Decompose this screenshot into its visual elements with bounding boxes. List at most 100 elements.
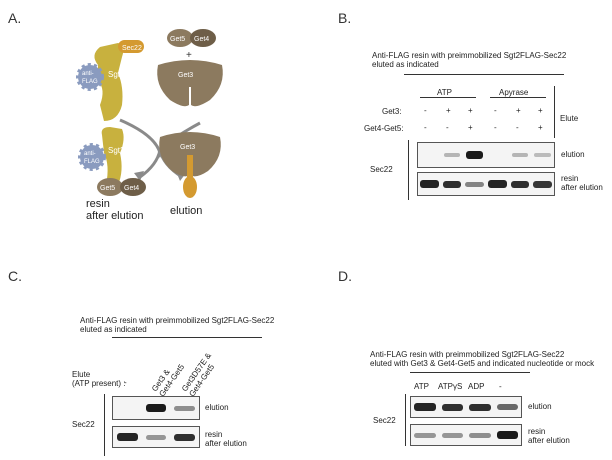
blot-band <box>469 404 491 411</box>
panel-d-resin-lane-line2: after elution <box>528 436 570 445</box>
sgt2-bottom: Sgt2 <box>101 127 125 185</box>
panel-d-col-atp: ATP <box>414 382 429 391</box>
panel-c-label: C. <box>8 268 22 284</box>
blot-band <box>420 180 439 188</box>
panel-b-sec22-label: Sec22 <box>370 165 393 174</box>
blot-band <box>496 431 518 439</box>
panel-c-header-line2: eluted as indicated <box>80 325 147 334</box>
blot-band <box>488 180 507 188</box>
panel-b-get45-label: Get4-Get5: <box>364 124 404 133</box>
blot-band <box>496 404 518 410</box>
panel-c-sec22-bracket <box>104 394 105 456</box>
panel-b-get45-sign: - <box>516 123 519 132</box>
panel-c-resin-blot <box>112 426 200 448</box>
flag-bottom: anti- FLAG <box>78 143 106 171</box>
panel-b-resin-lane-line1: resin <box>561 174 579 183</box>
panel-b-header: Anti-FLAG resin with preimmobilized Sgt2… <box>372 51 566 69</box>
blot-band <box>145 404 167 412</box>
panel-d-label: D. <box>338 268 352 284</box>
panel-b-get45-sign: - <box>494 123 497 132</box>
panel-d-sec22-bracket <box>405 394 406 446</box>
panel-d-resin-lane-line1: resin <box>528 427 546 436</box>
get4-label-bottom: Get4 <box>124 185 139 192</box>
blot-band <box>414 433 436 438</box>
elution-caption: elution <box>170 205 203 217</box>
panel-b-resin-lane-label: resin after elution <box>561 174 603 192</box>
flag-label-2: FLAG <box>82 79 98 85</box>
panel-b-label: B. <box>338 10 352 26</box>
panel-d-elution-blot <box>410 396 522 418</box>
panel-c-header: Anti-FLAG resin with preimmobilized Sgt2… <box>80 316 274 334</box>
blot-band <box>466 151 483 159</box>
get3-bottom: Get3 <box>159 132 221 198</box>
plus-sign: + <box>186 50 192 61</box>
flag-label-bottom-1: anti- <box>84 151 96 157</box>
flag-label-1: anti- <box>82 71 94 77</box>
panel-b-atp-label: ATP <box>437 88 452 97</box>
panel-b-get3-sign: - <box>494 106 497 115</box>
resin-caption-line1: resin <box>86 198 110 210</box>
panel-b-elute-label: Elute <box>560 114 579 123</box>
sgt2-label-bottom: Sgt2 <box>108 146 125 155</box>
blot-band <box>443 153 461 157</box>
get3-top: Get3 <box>157 60 223 107</box>
flag-label-bottom-2: FLAG <box>84 159 100 165</box>
panel-d-resin-lane-label: resin after elution <box>528 427 570 445</box>
get45-bottom: Get5 Get4 <box>97 178 146 196</box>
panel-c-header-rule <box>112 337 262 338</box>
panel-b-get45-sign: + <box>538 123 543 132</box>
blot-band <box>441 404 463 411</box>
sec22-label: Sec22 <box>122 45 142 52</box>
panel-d-header-line2: eluted with Get3 & Get4-Get5 and indicat… <box>370 359 595 368</box>
panel-b-resin-blot <box>417 172 555 196</box>
panel-b-elution-blot <box>417 142 555 168</box>
panel-d-header-rule <box>410 372 530 373</box>
blot-band <box>442 181 462 188</box>
flag-top: anti- FLAG <box>76 63 104 91</box>
panel-d-col-adp: ADP <box>468 382 485 391</box>
blot-band <box>534 153 551 157</box>
get45-top: Get5 Get4 <box>167 29 216 47</box>
sec22-top: Sec22 <box>118 40 144 53</box>
panel-d-col-mock: - <box>499 382 502 391</box>
panel-b-get3-sign: + <box>446 106 451 115</box>
panel-c-elute-line2: (ATP present) : <box>72 379 126 388</box>
panel-b-get45-sign: + <box>468 123 473 132</box>
panel-b-sec22-bracket <box>408 140 409 200</box>
panel-b-header-rule <box>404 74 564 75</box>
get5-label-top: Get5 <box>170 36 185 43</box>
panel-c-col-get3: Get3 & Get4-Get5 <box>150 357 186 399</box>
panel-b-get3-label: Get3: <box>382 107 402 116</box>
panel-c-col-get3mut: Get3D57E & Get4-Get5 <box>180 351 221 398</box>
get5-label-bottom: Get5 <box>100 185 115 192</box>
blot-band <box>511 153 529 157</box>
panel-b-elution-lane-label: elution <box>561 150 585 159</box>
panel-c-col-mock: - <box>124 378 127 387</box>
panel-b-atp-rule <box>420 97 476 98</box>
blot-band <box>174 406 195 411</box>
panel-b-get45-sign: - <box>446 123 449 132</box>
panel-d-sec22-label: Sec22 <box>373 416 396 425</box>
sgt2-top: Sgt2 <box>94 43 125 121</box>
blot-band <box>145 435 167 440</box>
panel-b-get3-sign: + <box>468 106 473 115</box>
get4-label-top: Get4 <box>194 36 209 43</box>
blot-band <box>533 181 552 188</box>
panel-b-apyrase-label: Apyrase <box>499 88 529 97</box>
panel-d-resin-blot <box>410 424 522 446</box>
get3-label-bottom: Get3 <box>180 144 195 151</box>
panel-a-diagram: Sgt2 Sec22 anti- FLAG Get5 Get4 + Get3 S… <box>76 29 223 198</box>
panel-c-resin-lane-line2: after elution <box>205 439 247 448</box>
blot-band <box>469 433 491 438</box>
blot-band <box>414 403 436 411</box>
get3-label-top: Get3 <box>178 72 193 79</box>
panel-b-resin-lane-line2: after elution <box>561 183 603 192</box>
panel-c-resin-lane-line1: resin <box>205 430 223 439</box>
panel-d-elution-lane-label: elution <box>528 402 552 411</box>
panel-c-elution-blot <box>112 396 200 420</box>
blot-band <box>174 434 195 441</box>
resin-after-elution-caption: resin after elution <box>86 198 143 222</box>
panel-c-sec22-label: Sec22 <box>72 420 95 429</box>
blot-band <box>117 433 138 441</box>
panel-d-col-atpgs: ATPγS <box>438 382 463 391</box>
